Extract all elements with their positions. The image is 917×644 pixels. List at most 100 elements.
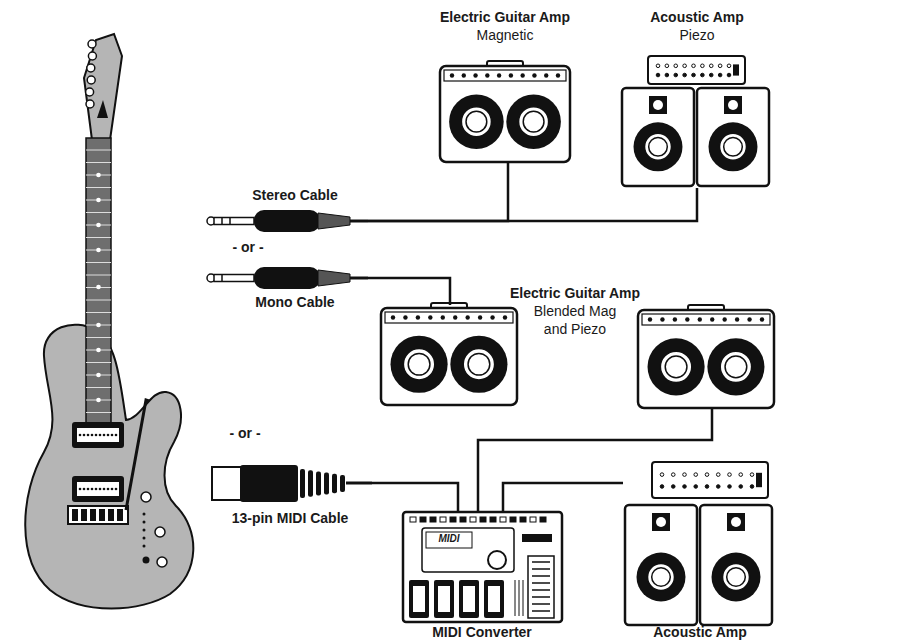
panel-button: [480, 517, 486, 522]
amp-knob: [416, 315, 420, 319]
head-knob: [709, 64, 713, 68]
amp-knob: [722, 317, 726, 321]
amp-knob: [556, 73, 560, 77]
head-knob: [692, 73, 696, 77]
lcd-screen: [426, 532, 472, 548]
head-knob: [674, 64, 678, 68]
amp-knob: [735, 317, 739, 321]
pole-piece: [99, 488, 102, 491]
amp-cabinet: [440, 66, 570, 162]
speaker-cone: [449, 94, 504, 149]
speaker-dome: [727, 568, 746, 587]
saddle: [117, 509, 123, 521]
amp-knob: [462, 73, 466, 77]
device-label: 13-pin MIDI Cable: [232, 509, 349, 527]
panel-button: [540, 517, 546, 522]
jack-plug: [207, 267, 368, 289]
tweeter: [649, 96, 667, 114]
pole-piece: [115, 434, 118, 437]
head-knob: [739, 485, 743, 489]
plug-body: [240, 465, 298, 502]
amp-knob: [503, 315, 507, 319]
amp-knob: [509, 73, 513, 77]
device-sublabel: Piezo: [650, 26, 744, 44]
label-group: 13-pin MIDI Cable: [232, 509, 349, 527]
acoustic-amp: [622, 56, 769, 186]
head-knob: [656, 64, 660, 68]
pedal-ridge: [532, 596, 550, 598]
amp-knob: [441, 315, 445, 319]
midi-plug: [212, 465, 372, 502]
guitar-amp: [381, 303, 517, 405]
fret: [86, 337, 111, 338]
plug-body: [254, 210, 320, 232]
bridge: [68, 506, 128, 524]
equipment-node: 13-pin MIDI Cable: [210, 465, 372, 502]
amp-knob: [478, 315, 482, 319]
brand-badge: [522, 534, 552, 542]
head-knob: [671, 473, 675, 477]
equipment-node: Mono Cable: [205, 266, 368, 292]
panel-button: [430, 517, 436, 522]
pole-piece: [83, 434, 86, 437]
pole-piece: [103, 488, 106, 491]
speaker-cabinet: [625, 505, 697, 625]
equipment-node: MIDI Converter: [403, 512, 562, 622]
speaker-cone: [712, 553, 761, 602]
amp-knob: [648, 317, 652, 321]
amp-cabinet: [638, 310, 774, 408]
panel-button: [410, 517, 416, 522]
pole-piece: [91, 488, 94, 491]
fret: [86, 412, 111, 413]
footswitch: [434, 580, 454, 618]
head-knob: [716, 485, 720, 489]
speaker-cone: [634, 122, 683, 171]
amp-cabinet: [381, 308, 517, 405]
amp-knob: [532, 73, 536, 77]
speaker-ring: [461, 107, 491, 137]
output-jack: [143, 557, 150, 564]
alternative-note: - or -: [232, 238, 263, 256]
amp-knob: [391, 315, 395, 319]
pole-piece: [79, 434, 82, 437]
fret: [86, 275, 111, 276]
panel-button: [500, 517, 506, 522]
footswitch-pad: [438, 586, 450, 612]
panel-button: [490, 517, 496, 522]
pole-piece: [95, 434, 98, 437]
label-group: Mono Cable: [255, 293, 334, 311]
grip-ridge: [324, 473, 329, 495]
equipment-node: Stereo Cable: [205, 208, 368, 234]
expression-pedal: [528, 556, 554, 618]
tweeter: [727, 513, 745, 531]
tuner: [86, 100, 94, 108]
head-knob: [727, 73, 731, 77]
head-knob: [683, 485, 687, 489]
led-dot: [143, 529, 146, 532]
speaker-ring: [720, 133, 747, 160]
head-switch: [733, 64, 739, 75]
speaker-dome: [468, 353, 490, 375]
head-knob: [750, 473, 754, 477]
device-label: Acoustic Amp: [650, 8, 744, 26]
slot: [523, 580, 524, 616]
signal-wire: [478, 408, 712, 512]
signal-cable: [503, 483, 623, 512]
head-knob: [739, 473, 743, 477]
saddle: [108, 509, 114, 521]
head-knob: [728, 473, 732, 477]
acoustic-amp: [625, 462, 772, 625]
device-label: Acoustic Amp: [653, 623, 747, 641]
tweeter-dome: [728, 100, 738, 110]
plug-body: [254, 267, 320, 289]
label-group: MIDI Converter: [432, 623, 532, 641]
speaker-ring: [720, 351, 751, 382]
head-knob: [660, 473, 664, 477]
amp-knob: [673, 317, 677, 321]
fret: [86, 237, 111, 238]
head-knob: [718, 64, 722, 68]
amp-knob: [485, 73, 489, 77]
amp-knob: [403, 315, 407, 319]
pickup: [72, 476, 124, 502]
